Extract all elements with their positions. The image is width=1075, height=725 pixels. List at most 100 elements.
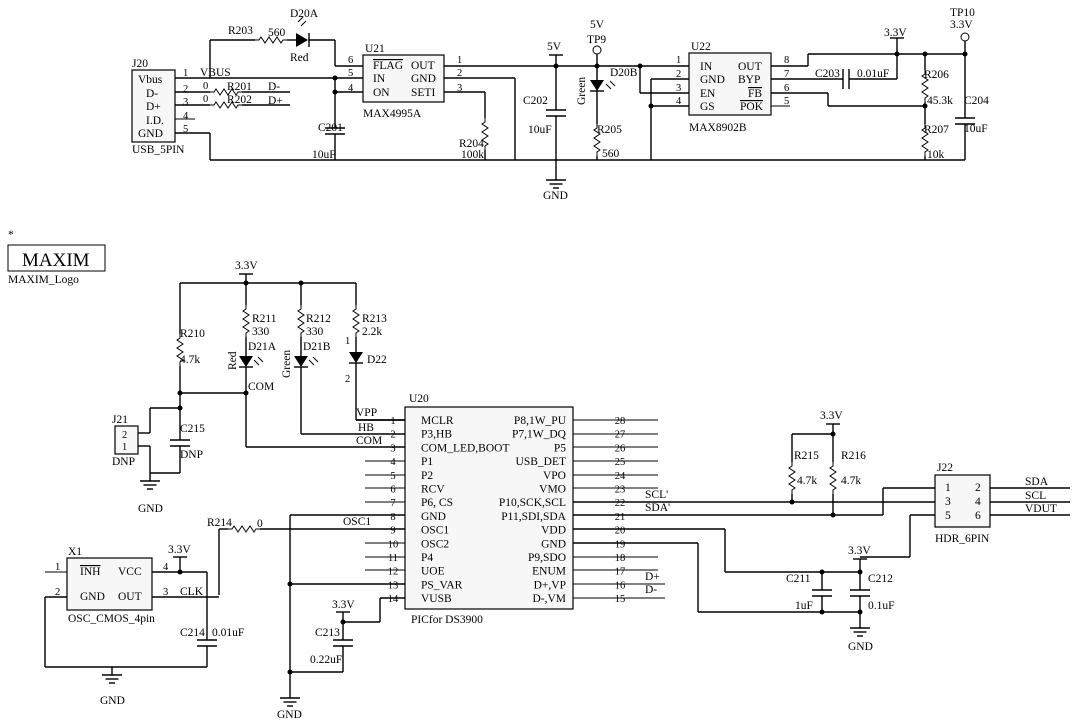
r201-val: 0 [203, 81, 208, 92]
u20-pin-num-right: 27 [615, 430, 626, 441]
c201-ref: C201 [318, 122, 343, 134]
u20-pin-num-left: 2 [390, 430, 395, 441]
j20-name: USB_5PIN [132, 144, 185, 156]
u20-pin-num-right: 17 [615, 567, 626, 578]
d22-pin-1: 1 [345, 336, 350, 347]
u21-num-1: 1 [457, 55, 462, 66]
x1-net-33v: 3.3V [168, 544, 191, 556]
j22-num-2: 2 [975, 482, 981, 494]
x1-clk-label: CLK [180, 586, 204, 598]
u20-pin-label-right: P5 [554, 442, 566, 454]
tp9-ref: TP9 [587, 34, 606, 46]
d21-com-label: COM [248, 381, 274, 393]
c203-val: 0.01uF [857, 68, 889, 80]
x1-ref: X1 [68, 546, 82, 558]
net-scl-prime: SCL' [645, 489, 668, 501]
tp10-net-33v: 3.3V [950, 19, 973, 31]
u20-pin-label-left: VUSB [421, 593, 452, 605]
r212-val: 330 [306, 326, 324, 338]
u22-num-4: 4 [676, 96, 682, 107]
c211-val: 1uF [795, 600, 813, 612]
u20-pin-label-left: UOE [421, 566, 445, 578]
c212-ref: C212 [868, 573, 893, 585]
u21-ref: U21 [365, 43, 385, 55]
u20-pin-label-left: COM_LED,BOOT [421, 442, 510, 454]
u20-pin-num-left: 8 [390, 512, 395, 523]
r216-val: 4.7k [841, 475, 861, 487]
u20-pin-num-right: 25 [615, 457, 626, 468]
u20-pin-label-right: GND [541, 538, 566, 550]
r204-val: 100k [461, 149, 484, 161]
c213-val: 0.22uF [310, 654, 342, 666]
r201-ref: R201 [227, 81, 252, 93]
u20-pin-label-right: P7,1W_DQ [512, 429, 567, 441]
r203-ref: R203 [228, 25, 253, 37]
u20-pin-label-right: P9,SDO [528, 552, 566, 564]
x1-num-1: 1 [55, 562, 60, 573]
u20-pin-label-left: OSC2 [421, 538, 449, 550]
j20-ref: J20 [132, 58, 148, 70]
u20-pin-num-right: 24 [615, 471, 626, 482]
r215-net-33v: 3.3V [820, 410, 843, 422]
d21a-color: Red [227, 351, 239, 370]
x1-pin-vcc: VCC [118, 566, 142, 578]
u21-num-4: 4 [348, 83, 354, 94]
d20b-color: Green [576, 77, 588, 105]
u20-pin-num-right: 26 [615, 443, 626, 454]
c211-ref: C211 [786, 573, 811, 585]
net-hb: HB [358, 422, 374, 434]
u22-name: MAX8902B [689, 122, 747, 134]
r210-ref: R210 [180, 328, 205, 340]
u20-pin-num-right: 18 [615, 553, 626, 564]
c214-ref: C214 [180, 627, 205, 639]
r204-ref: R204 [459, 138, 484, 150]
u22-pin-en: EN [700, 88, 716, 100]
j21-name: DNP [112, 456, 135, 468]
u22-num-2: 2 [676, 69, 681, 80]
u20-pin-label-left: P2 [421, 470, 433, 482]
u20-pin-num-left: 9 [390, 526, 395, 537]
maxim-logo-text: MAXIM [22, 250, 90, 271]
u22-num-6: 6 [784, 83, 789, 94]
u20-pin-label-right: D-,VM [532, 593, 566, 605]
j22-num-1: 1 [945, 482, 951, 494]
u20-pin-num-right: 16 [615, 580, 626, 591]
x1-pin-out: OUT [118, 591, 142, 603]
d22-pin-2: 2 [345, 374, 350, 385]
net-vdut: VDUT [1025, 503, 1057, 515]
u21-num-2: 2 [457, 68, 462, 79]
j22-num-3: 3 [945, 496, 951, 508]
u20-ref: U20 [409, 393, 429, 405]
j20-pin-id: I.D. [146, 115, 164, 127]
net-vpp: VPP [356, 407, 377, 419]
u20-pin-label-left: PS_VAR [421, 579, 463, 591]
u20-pin-num-left: 13 [388, 580, 399, 591]
j22-header: J22 HDR_6PIN 1 2 3 4 5 6 [934, 462, 991, 545]
u20-pin-num-right: 22 [615, 498, 626, 509]
j20-pin-gnd: GND [138, 128, 163, 140]
x1-gnd-label: GND [100, 695, 125, 707]
u22-pin-byp: BYP [738, 74, 760, 86]
net-scl: SCL [1025, 490, 1046, 502]
u20-pin-label-right: P11,SDI,SDA [501, 511, 566, 523]
u20-pin-label-right: VDD [541, 525, 566, 537]
c215-val: DNP [180, 449, 203, 461]
u22-pin-gnd: GND [700, 74, 725, 86]
u22-num-3: 3 [676, 83, 681, 94]
r213-val: 2.2k [362, 326, 382, 338]
c203-ref: C203 [815, 68, 840, 80]
u20-pin-num-left: 10 [388, 539, 399, 550]
u21-name: MAX4995A [363, 108, 422, 120]
u22-num-5: 5 [784, 96, 789, 107]
r207-ref: R207 [924, 124, 949, 136]
tp9-net-5v: 5V [590, 19, 605, 31]
net-com: COM [356, 435, 382, 447]
x1-pin-gnd: GND [80, 591, 105, 603]
x1-oscillator: X1 OSC_CMOS_4pin INH GND OUT VCC 1 2 3 4 [55, 546, 169, 625]
j22-name: HDR_6PIN [935, 533, 990, 545]
u20-pin-label-right: ENUM [532, 566, 566, 578]
j20-num-3: 3 [183, 97, 188, 108]
r206-ref: R206 [924, 69, 949, 81]
u20-pin-label-left: OSC1 [421, 525, 449, 537]
